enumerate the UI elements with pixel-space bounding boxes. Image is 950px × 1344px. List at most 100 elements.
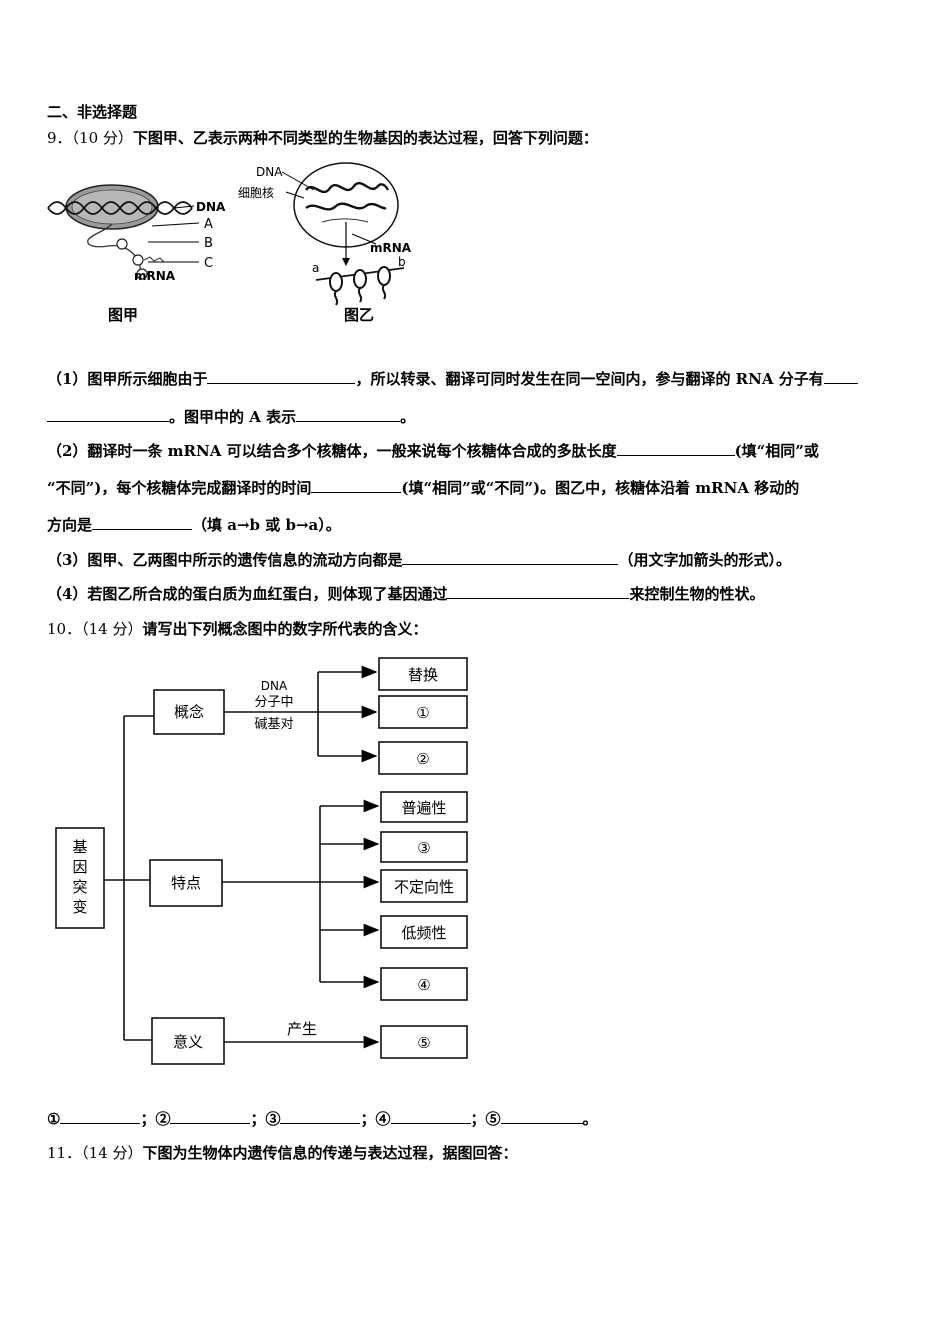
label-b: B [204,236,213,251]
q9-blank-3[interactable] [296,407,401,422]
q10-stem: 10．（14 分）请写出下列概念图中的数字所代表的含义： [47,619,427,639]
pointer-dna [173,205,195,209]
label-nucleus: 细胞核 [238,186,274,200]
q10-answer-end: 。 [582,1110,598,1128]
feature-item-box-1 [380,791,468,823]
q10-answers: ① ；② ；③ ；④ ；⑤ 。 [47,1109,598,1129]
caption-yi: 图乙 [344,306,374,324]
concept-item-box-1 [378,657,468,691]
q10-answer-label-3: ；③ [250,1110,281,1128]
q10-blank-5[interactable] [500,1109,583,1124]
dna-helix-2 [47,201,193,215]
q9-blank-7[interactable] [402,550,619,565]
ribosomes-yi [329,266,391,306]
label-mrna-yi: mRNA [370,241,412,255]
q9-p1-text-d: 。 [400,408,416,426]
q9-blank-2b[interactable] [47,407,169,422]
root-box [55,827,105,929]
q9-part2-line2: “不同”)，每个核糖体完成翻译时的时间 (填“相同”或“不同”)。图乙中，核糖体沿… [47,478,799,498]
ribosome-yi-3 [377,266,391,286]
concept-item-box-3 [378,741,468,775]
mrna-strand [87,223,141,281]
label-dna-jia: DNA [196,200,226,214]
q9-blank-1[interactable] [207,369,356,384]
peptide-2 [357,287,363,303]
label-a: A [204,217,213,232]
feature-item-5: ④ [417,976,430,994]
feature-item-3: 不定向性 [394,878,454,896]
q9-number: 9． [47,129,72,147]
q10-answer-label-1: ① [47,1110,61,1128]
q9-p1-text-c: 。图甲中的 A 表示 [169,408,297,426]
q9-p1-text-a: （1）图甲所示细胞由于 [47,370,208,388]
feature-item-box-2 [380,831,468,863]
q10-stem-text: 请写出下列概念图中的数字所代表的含义： [142,620,428,638]
q9-part1-line1: （1）图甲所示细胞由于 ，所以转录、翻译可同时发生在同一空间内，参与翻译的 RNA… [47,369,858,389]
q10-score: （14 分） [81,620,143,638]
q10-blank-1[interactable] [60,1109,141,1124]
q9-part2-line1: （2）翻译时一条 mRNA 可以结合多个核糖体，一般来说每个核糖体合成的多肽长度… [47,441,819,461]
feature-item-1: 普遍性 [401,799,446,817]
q9-blank-6[interactable] [92,515,193,530]
meaning-item: ⑤ [417,1034,430,1052]
produce-label: 产生 [287,1020,317,1038]
label-b-yi: b [398,255,406,269]
q10-blank-4[interactable] [390,1109,471,1124]
concept-note-2: 分子中 [254,695,293,710]
root-char-3: 突 [72,878,87,896]
concept-note-3: 碱基对 [254,717,293,732]
q9-part4: （4）若图乙所合成的蛋白质为血红蛋白，则体现了基因通过 来控制生物的性状。 [47,584,764,604]
feature-item-box-4 [380,915,468,949]
dna-coil-1 [305,181,390,194]
q9-stem: 9．（10 分）下图甲、乙表示两种不同类型的生物基因的表达过程，回答下列问题： [47,128,598,148]
root-char-2: 因 [72,858,87,876]
q10-blank-3[interactable] [280,1109,361,1124]
section-title: 二、非选择题 [47,103,138,121]
q9-p4-text-b: 来控制生物的性状。 [629,585,765,603]
q9-p2-text-b: (填“相同”或 [734,442,819,460]
meaning-label: 意义 [173,1033,203,1051]
q9-p2-text-d: (填“相同”或“不同”)。图乙中，核糖体沿着 mRNA 移动的 [401,479,800,497]
concept-note-1: DNA [261,679,288,693]
q10-answer-label-5: ；⑤ [470,1110,501,1128]
q11-stem: 11．（14 分）下图为生物体内遗传信息的传递与表达过程，据图回答： [47,1143,517,1163]
pointer-mrna-yi [351,233,377,245]
q11-score: （14 分） [81,1144,143,1162]
q9-stem-text: 下图甲、乙表示两种不同类型的生物基因的表达过程，回答下列问题： [132,129,598,147]
root-char-4: 变 [72,898,87,916]
dna-coil-2 [305,202,387,211]
concept-label: 概念 [174,703,204,721]
q9-blank-5[interactable] [311,478,402,493]
q9-part1-line2: 。图甲中的 A 表示 。 [47,407,415,427]
label-c: C [204,256,213,271]
q9-p3-text-a: （3）图甲、乙两图中所示的遗传信息的流动方向都是 [47,551,403,569]
pointer-nucleus [285,191,305,199]
q10-answer-label-4: ；④ [360,1110,391,1128]
concept-item-2: ① [416,704,429,722]
q10-blank-2[interactable] [170,1109,251,1124]
q9-p2-text-e: 方向是 [47,516,93,534]
meaning-box [151,1017,225,1065]
peptide-3 [381,284,387,300]
q9-p4-text-a: （4）若图乙所合成的蛋白质为血红蛋白，则体现了基因通过 [47,585,448,603]
feature-label: 特点 [171,874,201,892]
ribosome-2 [132,254,144,266]
feature-item-2: ③ [417,839,430,857]
ribosome-yi-2 [353,269,367,289]
meaning-item-box [380,1025,468,1059]
ribosome-3 [136,268,148,280]
q10-number: 10． [47,620,82,638]
q9-p1-text-b: ，所以转录、翻译可同时发生在同一空间内，参与翻译的 RNA 分子有 [355,370,824,388]
q9-blank-4[interactable] [616,441,735,456]
peptide-1 [333,290,339,306]
pointer-a [151,222,200,227]
q9-blank-8[interactable] [447,584,630,599]
q9-blank-2a[interactable] [823,369,858,384]
label-mrna-jia: mRNA [134,269,176,283]
q9-p2-text-f: （填 a→b 或 b→a）。 [192,516,341,534]
concept-item-1: 替换 [408,666,438,684]
q10-answer-label-2: ；② [140,1110,171,1128]
concept-map: 基 因 突 变 概念 特点 意义 DNA 分子中 碱基对 产生 替换 ① ② 普… [55,657,468,1065]
ribosome-yi-1 [329,272,343,292]
q9-p2-text-c: “不同”)，每个核糖体完成翻译时的时间 [47,479,312,497]
